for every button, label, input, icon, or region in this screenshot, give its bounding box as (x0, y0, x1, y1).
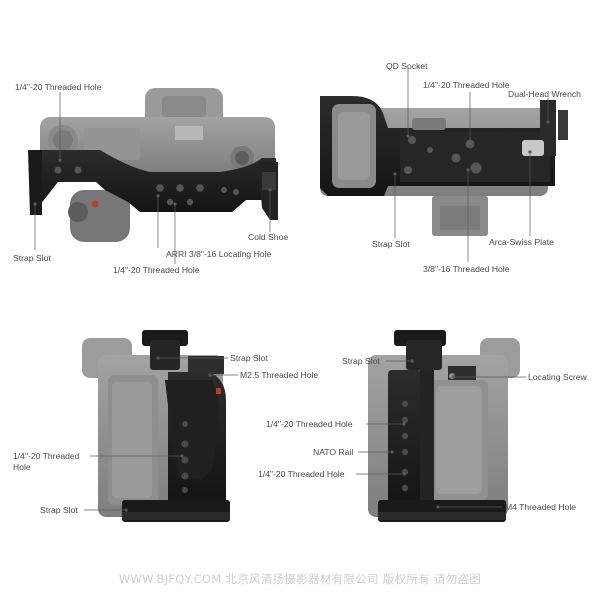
label-quarter-threaded-hole: 1/4"-20 Threaded Hole (423, 80, 510, 90)
label-cold-shoe: Cold Shoe (248, 232, 289, 242)
label-arri-locating-hole: ARRI 3/8"-16 Locating Hole (166, 249, 272, 259)
label-quarter-threaded-hole-top: 1/4"-20 Threaded Hole (266, 419, 353, 429)
label-quarter-threaded-hole-line2: Hole (13, 462, 31, 472)
label-strap-slot-bottom: Strap Slot (40, 505, 78, 515)
label-m25-threaded-hole: M2.5 Threaded Hole (240, 370, 319, 380)
label-strap-slot-top: Strap Slot (230, 353, 268, 363)
label-three-eighths-threaded-hole: 3/8"-16 Threaded Hole (423, 264, 510, 274)
label-quarter-threaded-hole-top: 1/4"-20 Threaded Hole (15, 82, 102, 92)
label-quarter-threaded-hole-bottom: 1/4"-20 Threaded Hole (113, 265, 200, 275)
cage-bottom-view (320, 96, 568, 196)
cage-side-right (378, 330, 506, 522)
label-qd-socket: QD Socket (386, 61, 428, 71)
watermark: WWW.BJFQY.COM 北京风清扬摄影器材有限公司 版权所有 请勿盗图 (118, 572, 482, 586)
label-strap-slot: Strap Slot (372, 239, 410, 249)
label-strap-slot: Strap Slot (13, 253, 51, 263)
label-dual-head-wrench: Dual-Head Wrench (508, 89, 581, 99)
label-quarter-threaded-hole-line1: 1/4"-20 Threaded (13, 451, 80, 461)
label-locating-screw: Locating Screw (528, 372, 587, 382)
label-quarter-threaded-hole-bottom: 1/4"-20 Threaded Hole (258, 469, 345, 479)
label-nato-rail: NATO Rail (313, 447, 354, 457)
label-m4-threaded-hole: M4 Threaded Hole (505, 502, 577, 512)
label-arca-swiss-plate: Arca-Swiss Plate (489, 237, 554, 247)
leader-lines (33, 68, 550, 512)
cage-side-left (122, 330, 230, 522)
label-strap-slot: Strap Slot (342, 356, 380, 366)
cage-top-view (28, 150, 278, 222)
